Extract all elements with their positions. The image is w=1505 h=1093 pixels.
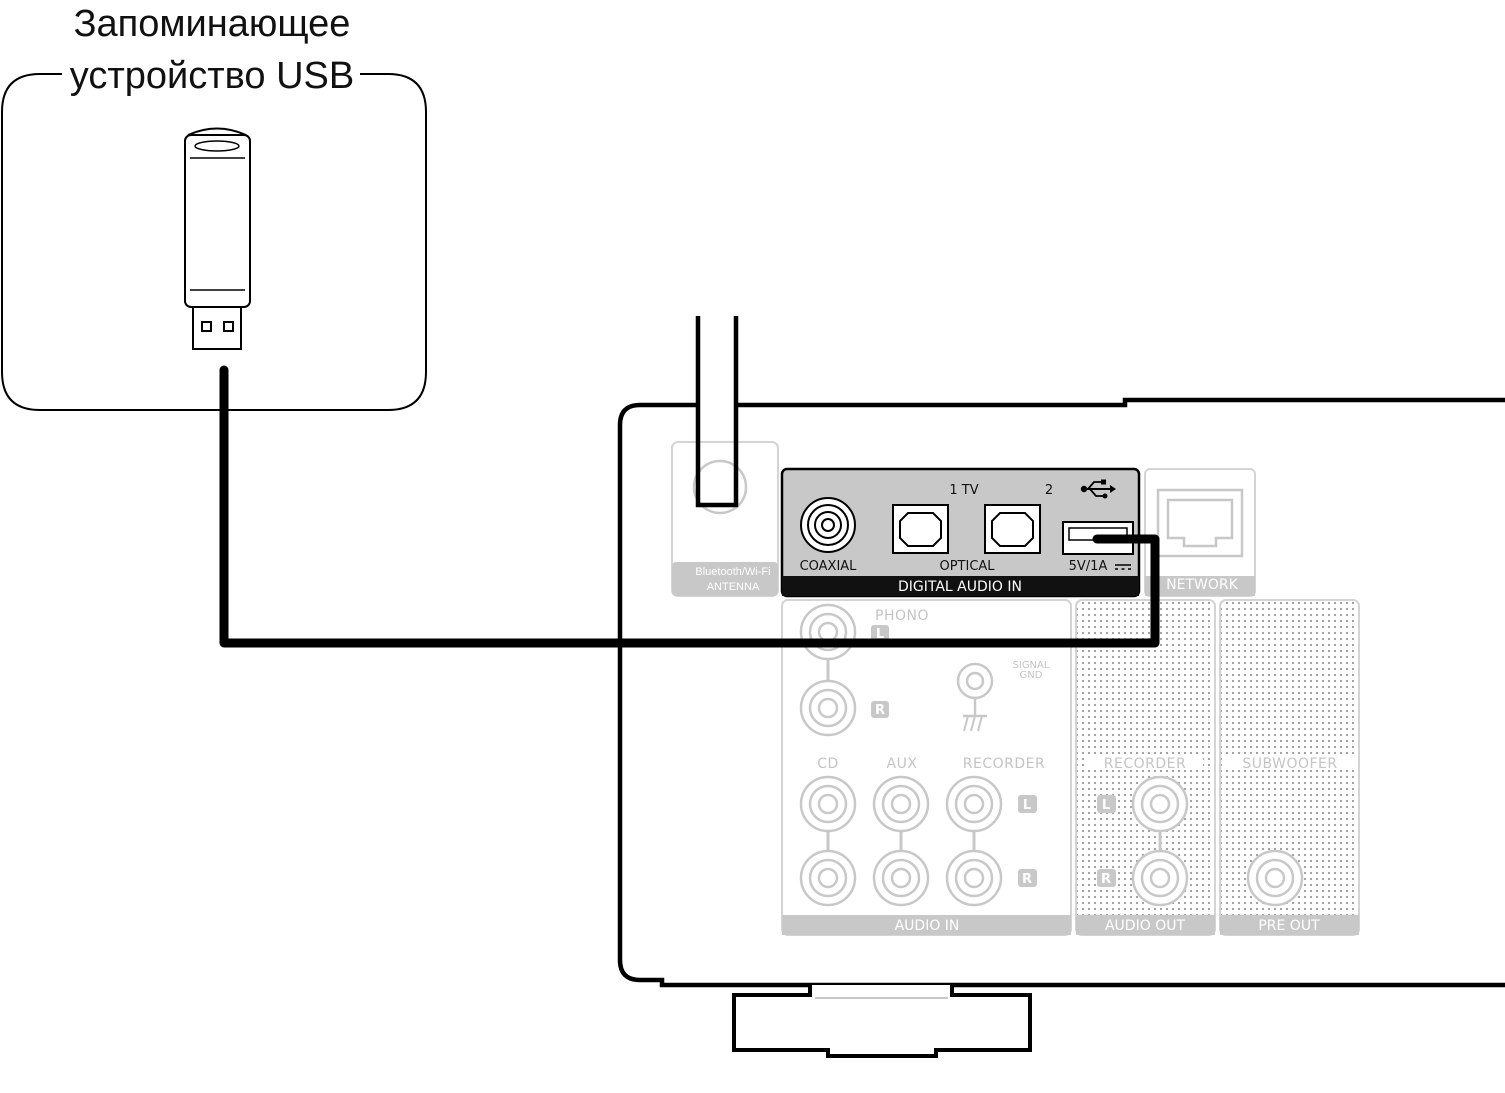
dc-symbol-icon bbox=[1115, 564, 1131, 570]
antenna-label-line2: ANTENNA bbox=[707, 581, 760, 593]
signal-label: SIGNAL bbox=[1013, 660, 1050, 671]
recorder-in-label: RECORDER bbox=[963, 756, 1045, 772]
usb-device-frame bbox=[1, 73, 427, 411]
usb-symbol-icon bbox=[1080, 479, 1116, 499]
audio-in-l-badge: L bbox=[1023, 798, 1031, 813]
pre-out-title: PRE OUT bbox=[1258, 918, 1320, 934]
port1-label: 1 TV bbox=[949, 483, 978, 498]
phono-l-badge: L bbox=[876, 627, 884, 642]
phono-r-badge: R bbox=[875, 703, 885, 718]
usb-rating-label: 5V/1A bbox=[1069, 559, 1108, 574]
audio-in-r-badge: R bbox=[1022, 872, 1032, 887]
digital-audio-in-panel bbox=[780, 467, 1141, 598]
coaxial-label: COAXIAL bbox=[800, 559, 858, 574]
port2-label: 2 bbox=[1045, 483, 1053, 498]
receiver-foot bbox=[732, 985, 1032, 1058]
optical-port-1 bbox=[892, 504, 949, 554]
network-label: NETWORK bbox=[1166, 577, 1238, 593]
audio-out-l-badge: L bbox=[1102, 798, 1110, 813]
antenna-label-line1: Bluetooth/Wi-Fi bbox=[695, 566, 770, 578]
antenna-block bbox=[671, 316, 779, 597]
network-port bbox=[1144, 468, 1256, 597]
caption-line2: устройство USB bbox=[70, 55, 354, 97]
caption-line1: Запоминающее bbox=[74, 3, 351, 45]
cd-label: CD bbox=[817, 756, 839, 772]
audio-in-section bbox=[781, 599, 1072, 936]
pre-out-section bbox=[1219, 599, 1360, 936]
digital-audio-in-title: DIGITAL AUDIO IN bbox=[898, 579, 1022, 595]
optical-port-2 bbox=[984, 504, 1041, 554]
usb-cable bbox=[219, 365, 1160, 648]
audio-out-section bbox=[1075, 599, 1216, 936]
audio-out-r-badge: R bbox=[1101, 872, 1111, 887]
receiver-rear-outline bbox=[617, 397, 1505, 988]
usb-flash-drive-icon bbox=[184, 127, 251, 350]
audio-out-title: AUDIO OUT bbox=[1105, 918, 1185, 934]
subwoofer-label: SUBWOOFER bbox=[1242, 756, 1337, 772]
recorder-out-label: RECORDER bbox=[1104, 756, 1186, 772]
audio-in-title: AUDIO IN bbox=[895, 918, 960, 934]
optical-label: OPTICAL bbox=[939, 559, 995, 574]
gnd-label: GND bbox=[1020, 670, 1043, 681]
coaxial-jack bbox=[800, 497, 856, 553]
aux-label: AUX bbox=[887, 756, 918, 772]
phono-label: PHONO bbox=[875, 608, 929, 624]
